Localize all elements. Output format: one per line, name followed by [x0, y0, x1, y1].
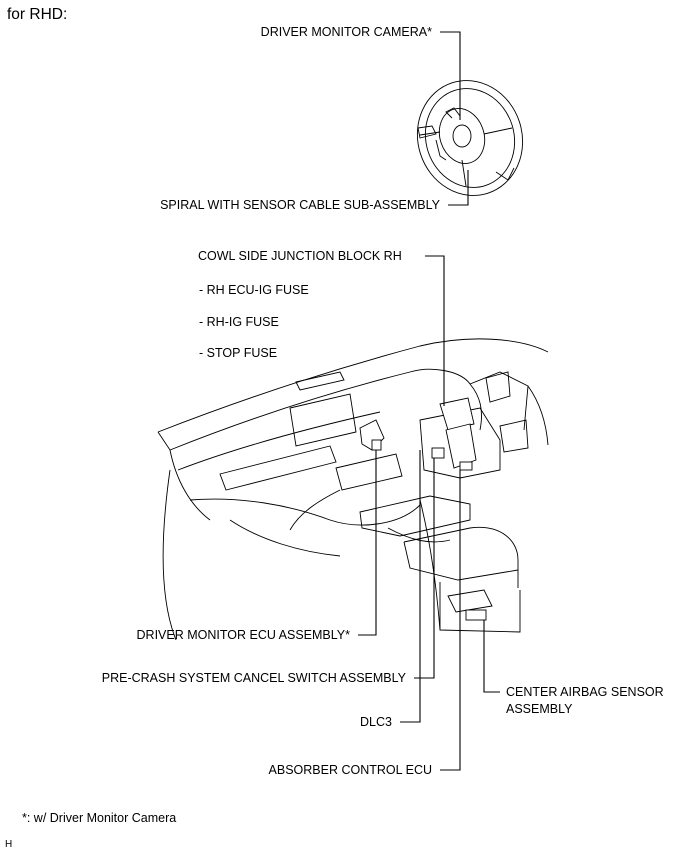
corner-mark: H — [5, 839, 13, 850]
footnote: *: w/ Driver Monitor Camera — [22, 811, 177, 825]
spiral-cable-label: SPIRAL WITH SENSOR CABLE SUB-ASSEMBLY — [160, 198, 440, 212]
steering-wheel-illustration — [416, 80, 524, 196]
fuse-stop-label: - STOP FUSE — [199, 346, 278, 360]
driver-monitor-camera-label: DRIVER MONITOR CAMERA* — [260, 25, 432, 39]
fuse-rh-ig-label: - RH-IG FUSE — [199, 315, 279, 329]
absorber-ecu-label: ABSORBER CONTROL ECU — [268, 763, 432, 777]
instrument-panel-illustration — [157, 338, 549, 641]
page-title: for RHD: — [7, 6, 68, 23]
fuse-ecu-ig-label: - RH ECU-IG FUSE — [199, 283, 309, 297]
dlc3-label: DLC3 — [360, 715, 392, 729]
leader-lines — [358, 31, 500, 771]
cowl-junction-label: COWL SIDE JUNCTION BLOCK RH — [198, 249, 402, 263]
center-airbag-label-line2: ASSEMBLY — [506, 702, 573, 716]
pre-crash-switch-label: PRE-CRASH SYSTEM CANCEL SWITCH ASSEMBLY — [101, 671, 406, 685]
driver-monitor-ecu-label: DRIVER MONITOR ECU ASSEMBLY* — [136, 628, 350, 642]
center-airbag-label-line1: CENTER AIRBAG SENSOR — [506, 685, 664, 699]
